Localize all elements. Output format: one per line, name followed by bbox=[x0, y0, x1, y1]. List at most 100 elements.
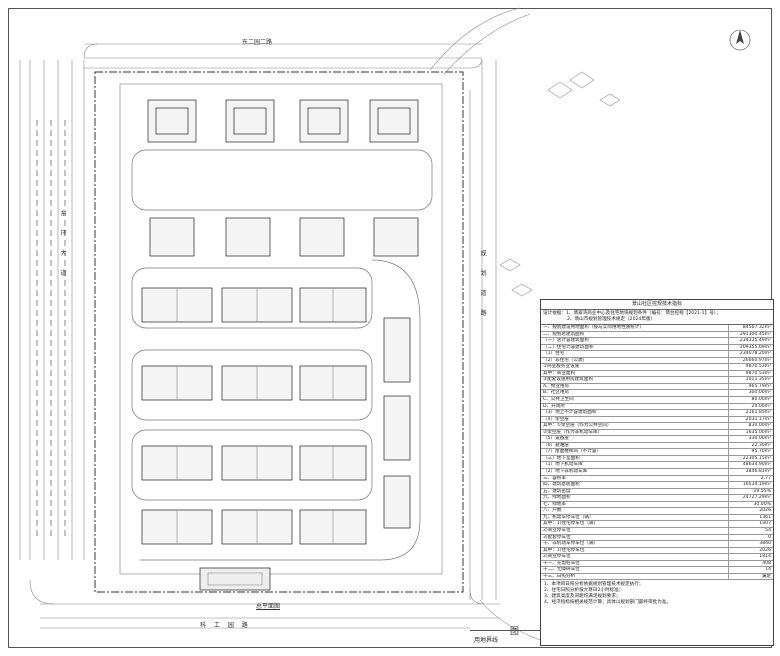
row-value: 22.30m² bbox=[751, 442, 771, 448]
table-row: （1）地下机动车库 48634.90m² bbox=[541, 462, 773, 470]
row-value: 22305.15m² bbox=[742, 455, 771, 461]
row-value: 30.00% bbox=[753, 501, 771, 507]
table-row: B、社区用房 300.00m² bbox=[541, 390, 773, 398]
row-value: 0 bbox=[768, 534, 771, 540]
street-left-label: 东 环 大 道 bbox=[59, 210, 66, 282]
bottom-road bbox=[40, 603, 500, 629]
row-label: 其中：1)住宅停车位（辆） bbox=[541, 521, 729, 527]
left-road bbox=[19, 60, 85, 560]
table-row: （2）地下非机动车库 3846.81m² bbox=[541, 469, 773, 476]
table-row: 五、建筑密度 19.55% bbox=[541, 488, 773, 496]
row-value: 48634.90m² bbox=[742, 462, 771, 468]
row-value: 19.55% bbox=[753, 488, 771, 494]
site-boundary bbox=[94, 71, 464, 593]
row-value: 80.00m² bbox=[751, 397, 771, 403]
table-row: 十二、无障碍车位 14 bbox=[541, 567, 773, 574]
row-value: 291300.45m² bbox=[739, 331, 771, 337]
row-value: 24.00m² bbox=[751, 403, 771, 409]
row-label: （2）地下非机动车库 bbox=[541, 469, 729, 475]
indicator-table: 景山社区控规技术指标 设计依据：1、翡翠湾商业中心及住宅地块规划条件（编号：翡台… bbox=[540, 299, 774, 646]
title-block: 用地界线 bbox=[470, 630, 542, 647]
table-row: 其中：1)住宅停车位（辆） 1307 bbox=[541, 521, 773, 528]
row-value: 830.00m² bbox=[748, 423, 771, 429]
row-label: （一）总计容建筑面积 bbox=[541, 338, 729, 344]
row-value: 300.00m² bbox=[748, 390, 771, 396]
row-value: 2161.85m² bbox=[745, 410, 771, 416]
row-label: 一、规划建设用地面积（按与实际用地性质统计） bbox=[541, 325, 729, 331]
table-row: （2）非住宅（公建） 26660.97m² bbox=[541, 357, 773, 365]
row-label: 十二、无障碍车位 bbox=[541, 567, 729, 573]
row-label: 五、建筑密度 bbox=[541, 488, 729, 495]
row-value: 2031.17m² bbox=[745, 416, 771, 422]
title-block-text: 用地界线 bbox=[474, 637, 499, 644]
row-label: 六、绿地面积 bbox=[541, 495, 729, 501]
row-value: 209355.69m² bbox=[739, 344, 771, 350]
row-label: C、公共卫生间 bbox=[541, 397, 729, 403]
table-row: 其中：①架空层（作为公共空间） 830.00m² bbox=[541, 423, 773, 430]
row-label: 十一、充电桩车位 bbox=[541, 560, 729, 567]
row-value: 95.70m² bbox=[751, 449, 771, 455]
street-top-label: 东二园二路 bbox=[242, 39, 273, 46]
note-line: 1、本项目日照分析依据规划管理技术规定执行； bbox=[544, 582, 644, 588]
row-value: 1635.00m² bbox=[745, 429, 771, 435]
row-label: 八、户数 bbox=[541, 508, 729, 514]
row-value: 1814 bbox=[759, 554, 771, 560]
row-value: 9870.53m² bbox=[745, 364, 771, 370]
right-road bbox=[469, 60, 497, 600]
table-title: 景山社区控规技术指标 bbox=[541, 300, 773, 310]
row-label: （二）住宅计容建筑面积 bbox=[541, 344, 729, 351]
row-label: （3）地上不计容建筑面积 bbox=[541, 410, 729, 416]
row-value: 1307 bbox=[759, 521, 771, 527]
row-label: （7）屋面楼梯间（不计容） bbox=[541, 449, 729, 455]
row-label: 九、机动车停车位（辆） bbox=[541, 514, 729, 521]
row-value: 26660.97m² bbox=[742, 357, 771, 363]
basis-line: 设计依据：1、翡翠湾商业中心及住宅地块规划条件（编号：翡台控规【2021-1】号… bbox=[543, 311, 721, 316]
row-label: （1）地下机动车库 bbox=[541, 462, 729, 469]
row-value: 24727.29m² bbox=[742, 495, 771, 501]
row-value: 14 bbox=[765, 567, 771, 573]
left-road-dashes bbox=[36, 120, 66, 540]
table-row: 其中：商业面积 9870.53m² bbox=[541, 370, 773, 378]
row-label: 二、规划总建筑面积 bbox=[541, 331, 729, 338]
table-row: （三）地下室面积 22305.15m² bbox=[541, 455, 773, 463]
row-value: 9870.53m² bbox=[745, 370, 771, 376]
row-value: 3846.81m² bbox=[745, 469, 771, 475]
row-label: 其中：①架空层（作为公共空间） bbox=[541, 423, 729, 429]
row-value: 1361 bbox=[759, 514, 771, 520]
table-row: 十一、充电桩车位 408 bbox=[541, 560, 773, 568]
row-label: （6）避难层 bbox=[541, 442, 729, 449]
row-value: 234335.49m² bbox=[739, 338, 771, 344]
row-value: 408 bbox=[762, 560, 771, 566]
row-label: （三）地下室面积 bbox=[541, 455, 729, 462]
row-value: 465.79m² bbox=[748, 383, 771, 389]
row-label: A、物业用房 bbox=[541, 383, 729, 390]
row-label: 三、容积率 bbox=[541, 475, 729, 482]
row-value: 84567.32m² bbox=[742, 325, 771, 330]
basis-line: 2、翡山市规划管理技术规定（2024年版） bbox=[567, 317, 656, 322]
table-row: 二、规划总建筑面积 291300.45m² bbox=[541, 331, 773, 339]
row-label: （2）非住宅（公建） bbox=[541, 357, 729, 364]
street-right-label: 规 划 道 路 bbox=[479, 250, 486, 322]
table-row: 九、机动车停车位（辆） 1361 bbox=[541, 514, 773, 522]
table-row: （一）总计容建筑面积 234335.49m² bbox=[541, 338, 773, 345]
row-value: 2026 bbox=[759, 508, 771, 514]
street-bottom-label: 科 工 园 路 bbox=[200, 622, 251, 629]
map-title: 总平面图 bbox=[256, 603, 281, 610]
row-value: 3840 bbox=[759, 541, 771, 547]
note-line: 3、建筑高度及间距均满足规划要求； bbox=[544, 594, 621, 600]
row-label: B、社区用房 bbox=[541, 390, 729, 397]
commercial-block bbox=[199, 567, 271, 591]
row-value: 330.00m² bbox=[748, 436, 771, 442]
note-line: 2、住宅日照分析按大寒日2小时标准； bbox=[544, 588, 624, 594]
row-label: 其中：商业面积 bbox=[541, 370, 729, 377]
